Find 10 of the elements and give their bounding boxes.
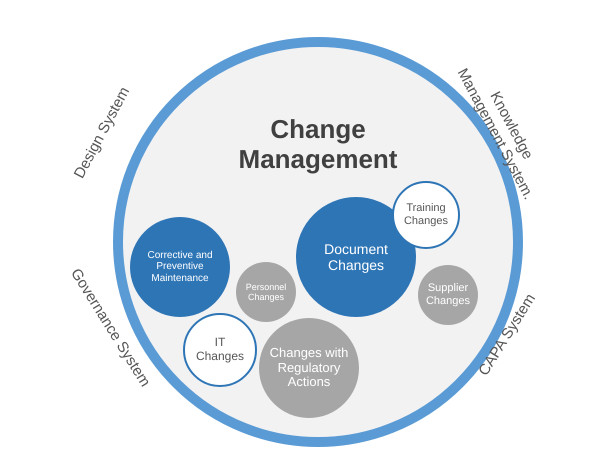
circle-label: Changes with Regulatory Actions [269,346,349,390]
circle-label: Training Changes [402,202,450,228]
topic-circle [236,262,296,322]
circle-label: Corrective and Preventive Maintenance [146,250,214,284]
circle-label: Personnel Changes [244,282,288,302]
circle-label: Supplier Changes [424,282,472,308]
topic-circle [183,313,257,387]
title: Change Management [238,115,398,175]
circle-label: IT Changes [194,336,246,364]
circle-label: Document Changes [323,240,389,274]
